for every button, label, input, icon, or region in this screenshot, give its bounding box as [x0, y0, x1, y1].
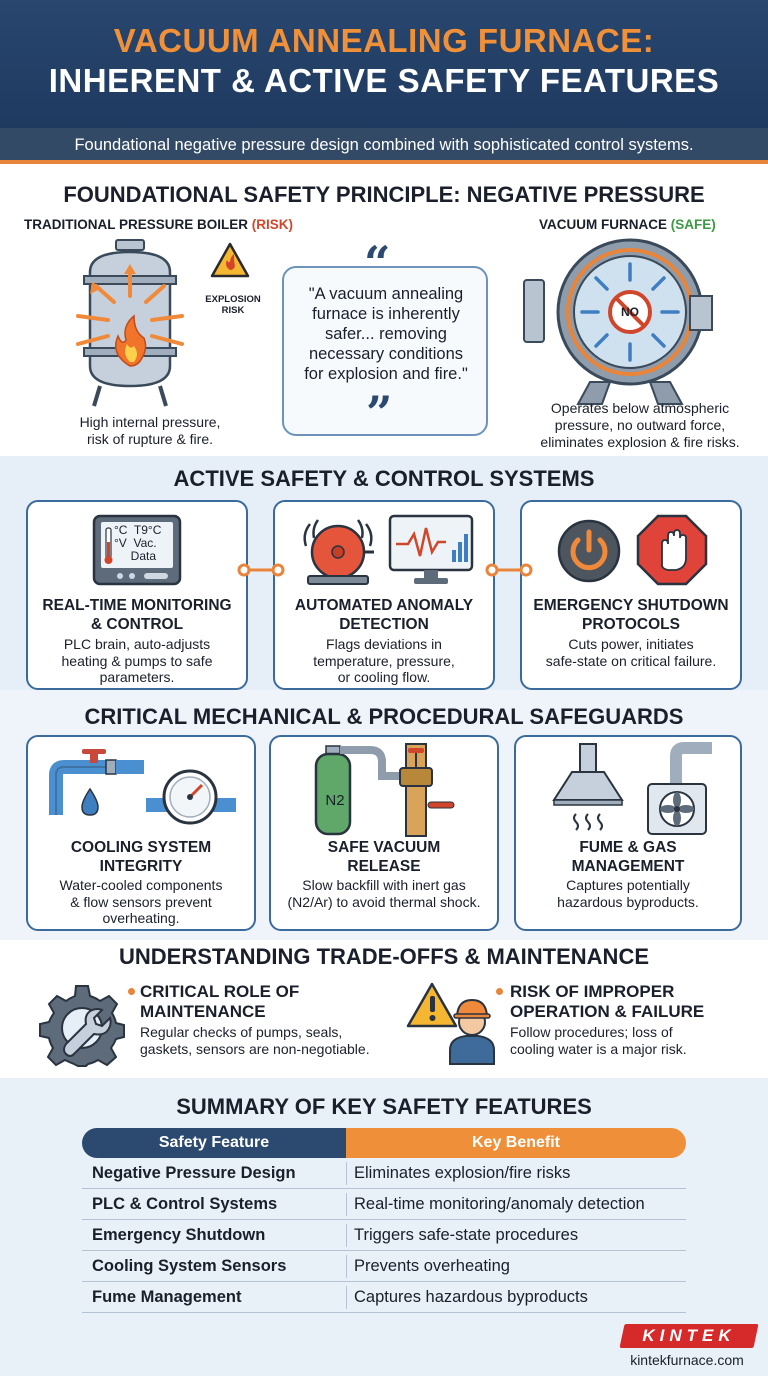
table-cell-benefit: Prevents overheating — [354, 1257, 510, 1275]
safe-tag: (SAFE) — [670, 217, 716, 232]
table-row: PLC & Control Systems Real-time monitori… — [82, 1189, 686, 1220]
close-quote-icon: ” — [366, 386, 393, 440]
table-row: Fume Management Captures hazardous bypro… — [82, 1282, 686, 1313]
table-cell-feature: Cooling System Sensors — [92, 1257, 287, 1275]
gear-wrench-icon — [39, 985, 125, 1067]
table-cell-benefit: Captures hazardous byproducts — [354, 1288, 588, 1306]
table-cell-benefit: Eliminates explosion/fire risks — [354, 1164, 571, 1182]
explosion-risk-label: EXPLOSION RISK — [205, 294, 261, 316]
fume-hood-icon — [552, 742, 712, 835]
warning-triangle-icon — [210, 242, 250, 278]
no-pressure-label: NO — [621, 305, 639, 319]
foundational-title: FOUNDATIONAL SAFETY PRINCIPLE: NEGATIVE … — [63, 182, 705, 207]
vacuum-caption: Operates below atmospheric pressure, no … — [540, 400, 740, 450]
table-cell-benefit: Triggers safe-state procedures — [354, 1226, 579, 1244]
worker-warning-icon — [406, 982, 495, 1065]
page-subtitle: Foundational negative pressure design co… — [74, 136, 694, 154]
alarm-bell-icon — [303, 519, 374, 585]
table-cell-benefit: Real-time monitoring/anomaly detection — [354, 1195, 645, 1213]
mechanical-title: CRITICAL MECHANICAL & PROCEDURAL SAFEGUA… — [84, 704, 684, 729]
table-header-benefit: Key Benefit — [346, 1128, 686, 1158]
n2-label: N2 — [325, 792, 345, 809]
website-link[interactable]: kintekfurnace.com — [630, 1352, 744, 1368]
tradeoffs-title: UNDERSTANDING TRADE-OFFS & MAINTENANCE — [118, 944, 650, 969]
vacuum-label: VACUUM FURNACE (SAFE) — [539, 217, 716, 232]
connector-icon — [237, 563, 285, 577]
control-panel-icon — [92, 514, 182, 586]
active-title: ACTIVE SAFETY & CONTROL SYSTEMS — [173, 466, 595, 491]
table-cell-feature: Fume Management — [92, 1288, 242, 1306]
bullet-dot — [496, 988, 503, 995]
bullet-dot — [128, 988, 135, 995]
table-row: Cooling System Sensors Prevents overheat… — [82, 1251, 686, 1282]
page-title-line1: VACUUM ANNEALING FURNACE: — [113, 22, 655, 59]
boiler-caption: High internal pressure, risk of rupture … — [79, 414, 221, 447]
card-description: Water-cooled components& flow sensors pr… — [59, 877, 223, 926]
summary-title: SUMMARY OF KEY SAFETY FEATURES — [176, 1094, 592, 1119]
quote-text: "A vacuum annealing furnace is inherentl… — [304, 285, 468, 383]
table-header-feature: Safety Feature — [82, 1128, 346, 1158]
table-row: Emergency Shutdown Triggers safe-state p… — [82, 1220, 686, 1251]
page-title-line2: INHERENT & ACTIVE SAFETY FEATURES — [48, 62, 720, 99]
table-header-row: Safety Feature Key Benefit — [82, 1128, 686, 1158]
summary-table: Safety Feature Key Benefit Negative Pres… — [82, 1128, 686, 1313]
table-cell-feature: Negative Pressure Design — [92, 1164, 296, 1182]
kintek-logo[interactable]: KINTEK — [619, 1324, 759, 1348]
cooling-pipe-icon — [49, 749, 236, 825]
open-quote-icon: “ — [364, 236, 391, 290]
nitrogen-tank-icon — [314, 743, 455, 837]
connector-icon — [485, 563, 533, 577]
power-button-icon — [557, 519, 621, 583]
bullet-description: Regular checks of pumps, seals,gaskets, … — [140, 1024, 370, 1057]
table-cell-feature: Emergency Shutdown — [92, 1226, 266, 1244]
card-description: Slow backfill with inert gas(N2/Ar) to a… — [287, 877, 481, 910]
header-banner: VACUUM ANNEALING FURNACE: INHERENT & ACT… — [0, 0, 768, 128]
stop-hand-icon — [636, 514, 708, 586]
card-shutdown — [520, 500, 742, 690]
risk-tag: (RISK) — [251, 217, 294, 232]
anomaly-screen-icon — [388, 514, 474, 584]
vacuum-furnace-icon — [523, 238, 713, 405]
subtitle-bar: Foundational negative pressure design co… — [0, 128, 768, 164]
card-title: REAL-TIME MONITORING& CONTROL — [42, 597, 232, 633]
table-row: Negative Pressure Design Eliminates expl… — [82, 1158, 686, 1189]
boiler-label: TRADITIONAL PRESSURE BOILER (RISK) — [24, 217, 294, 232]
pressure-boiler-icon — [76, 239, 184, 407]
table-cell-feature: PLC & Control Systems — [92, 1195, 278, 1213]
monitor-readout: °C T9°C°V Vac. Data — [114, 523, 162, 563]
quote-box — [282, 266, 488, 436]
